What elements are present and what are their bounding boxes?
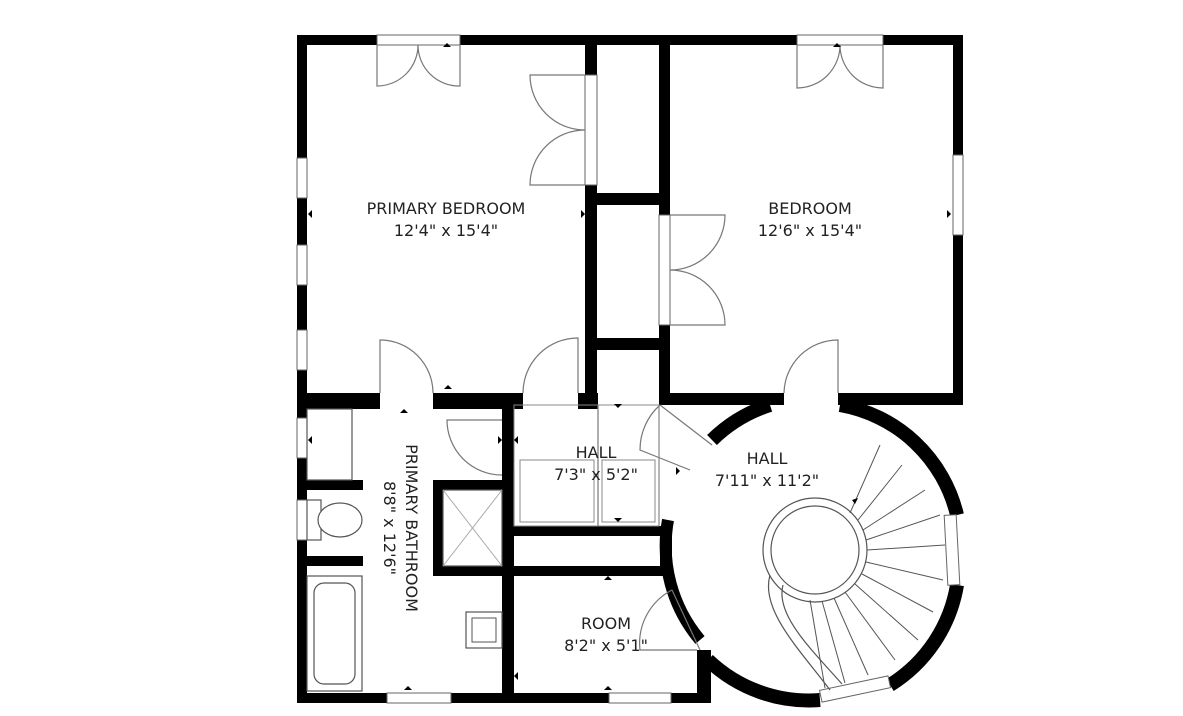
door-pb-closet	[529, 74, 586, 186]
wall-toilet-bottom	[307, 556, 363, 566]
bath-fixtures	[306, 408, 503, 692]
door-br-top	[796, 44, 884, 89]
label-hall-small-dims: 7'3" x 5'2"	[554, 465, 638, 484]
wall-bottom-right	[671, 693, 711, 703]
interior-walls	[307, 45, 963, 703]
window-left-2	[296, 244, 308, 286]
window-bottom-2	[608, 692, 672, 704]
door-pb-hall	[522, 337, 579, 394]
wall-br-left-lower	[659, 325, 670, 395]
wall-pb-bottom-c	[578, 393, 598, 409]
window-right	[952, 154, 964, 236]
wall-top-right	[883, 35, 963, 45]
wall-toilet-top	[307, 480, 363, 490]
label-primary-bathroom-name: PRIMARY BATHROOM	[402, 444, 421, 612]
wall-bottom-left	[297, 693, 387, 703]
label-hall-small-name: HALL	[576, 443, 617, 462]
spiral-staircase	[762, 444, 946, 691]
wall-bath-hall	[502, 405, 514, 703]
label-hall-stair-name: HALL	[747, 449, 788, 468]
wall-closet-divider-2	[597, 338, 659, 350]
wall-hall-bottom	[514, 526, 669, 536]
wall-br-bottom-a	[659, 393, 784, 405]
label-hall-stair-dims: 7'11" x 11'2"	[715, 471, 819, 490]
linen-cabinet	[306, 408, 353, 481]
wall-pb-bottom-a	[307, 393, 380, 409]
bathtub-inner	[313, 582, 356, 685]
wall-pb-right-upper	[585, 45, 597, 75]
window-stair-2	[818, 675, 892, 703]
door-bath-entry	[446, 419, 503, 476]
door-pb-bath	[379, 339, 434, 394]
label-bedroom-name: BEDROOM	[768, 199, 852, 218]
label-room-dims: 8'2" x 5'1"	[564, 636, 648, 655]
wall-closet-divider-1	[597, 193, 659, 205]
door-hall-diagonal	[639, 404, 713, 471]
label-bedroom-dims: 12'6" x 15'4"	[758, 221, 862, 240]
label-primary-bedroom-name: PRIMARY BEDROOM	[367, 199, 526, 218]
wall-room-top	[514, 566, 669, 576]
wall-top-left	[297, 35, 377, 45]
wall-br-bottom-b	[838, 393, 963, 405]
wall-br-left-upper	[659, 45, 670, 215]
windows	[296, 154, 964, 704]
outer-walls	[297, 35, 963, 703]
hall-closet	[513, 404, 660, 527]
door-pb-top	[376, 44, 461, 87]
wall-shower-top	[433, 480, 502, 490]
wall-bottom-mid	[451, 693, 609, 703]
window-stair-1	[943, 514, 961, 586]
window-left-5	[296, 499, 308, 541]
window-left-1	[296, 157, 308, 199]
door-br-hall	[783, 339, 839, 394]
sink	[465, 611, 503, 649]
wall-pb-bottom-b	[433, 393, 523, 409]
toilet-bowl	[317, 502, 363, 538]
window-bottom-1	[386, 692, 452, 704]
markers	[308, 43, 951, 690]
wall-shower-bottom	[433, 566, 502, 576]
label-room-name: ROOM	[581, 614, 631, 633]
window-left-4	[296, 417, 308, 459]
door-br-closet	[669, 214, 726, 326]
label-primary-bathroom-dims: 8'8" x 12'6"	[380, 481, 399, 575]
wall-top-mid	[460, 35, 797, 45]
room-labels: PRIMARY BEDROOM 12'4" x 15'4" BEDROOM 12…	[367, 199, 862, 655]
stair-tower-wall	[659, 398, 964, 708]
wall-pb-right-lower	[585, 185, 597, 395]
label-primary-bedroom-dims: 12'4" x 15'4"	[394, 221, 498, 240]
door-room	[639, 589, 701, 651]
window-left-3	[296, 329, 308, 371]
wall-shower-left	[433, 480, 443, 576]
